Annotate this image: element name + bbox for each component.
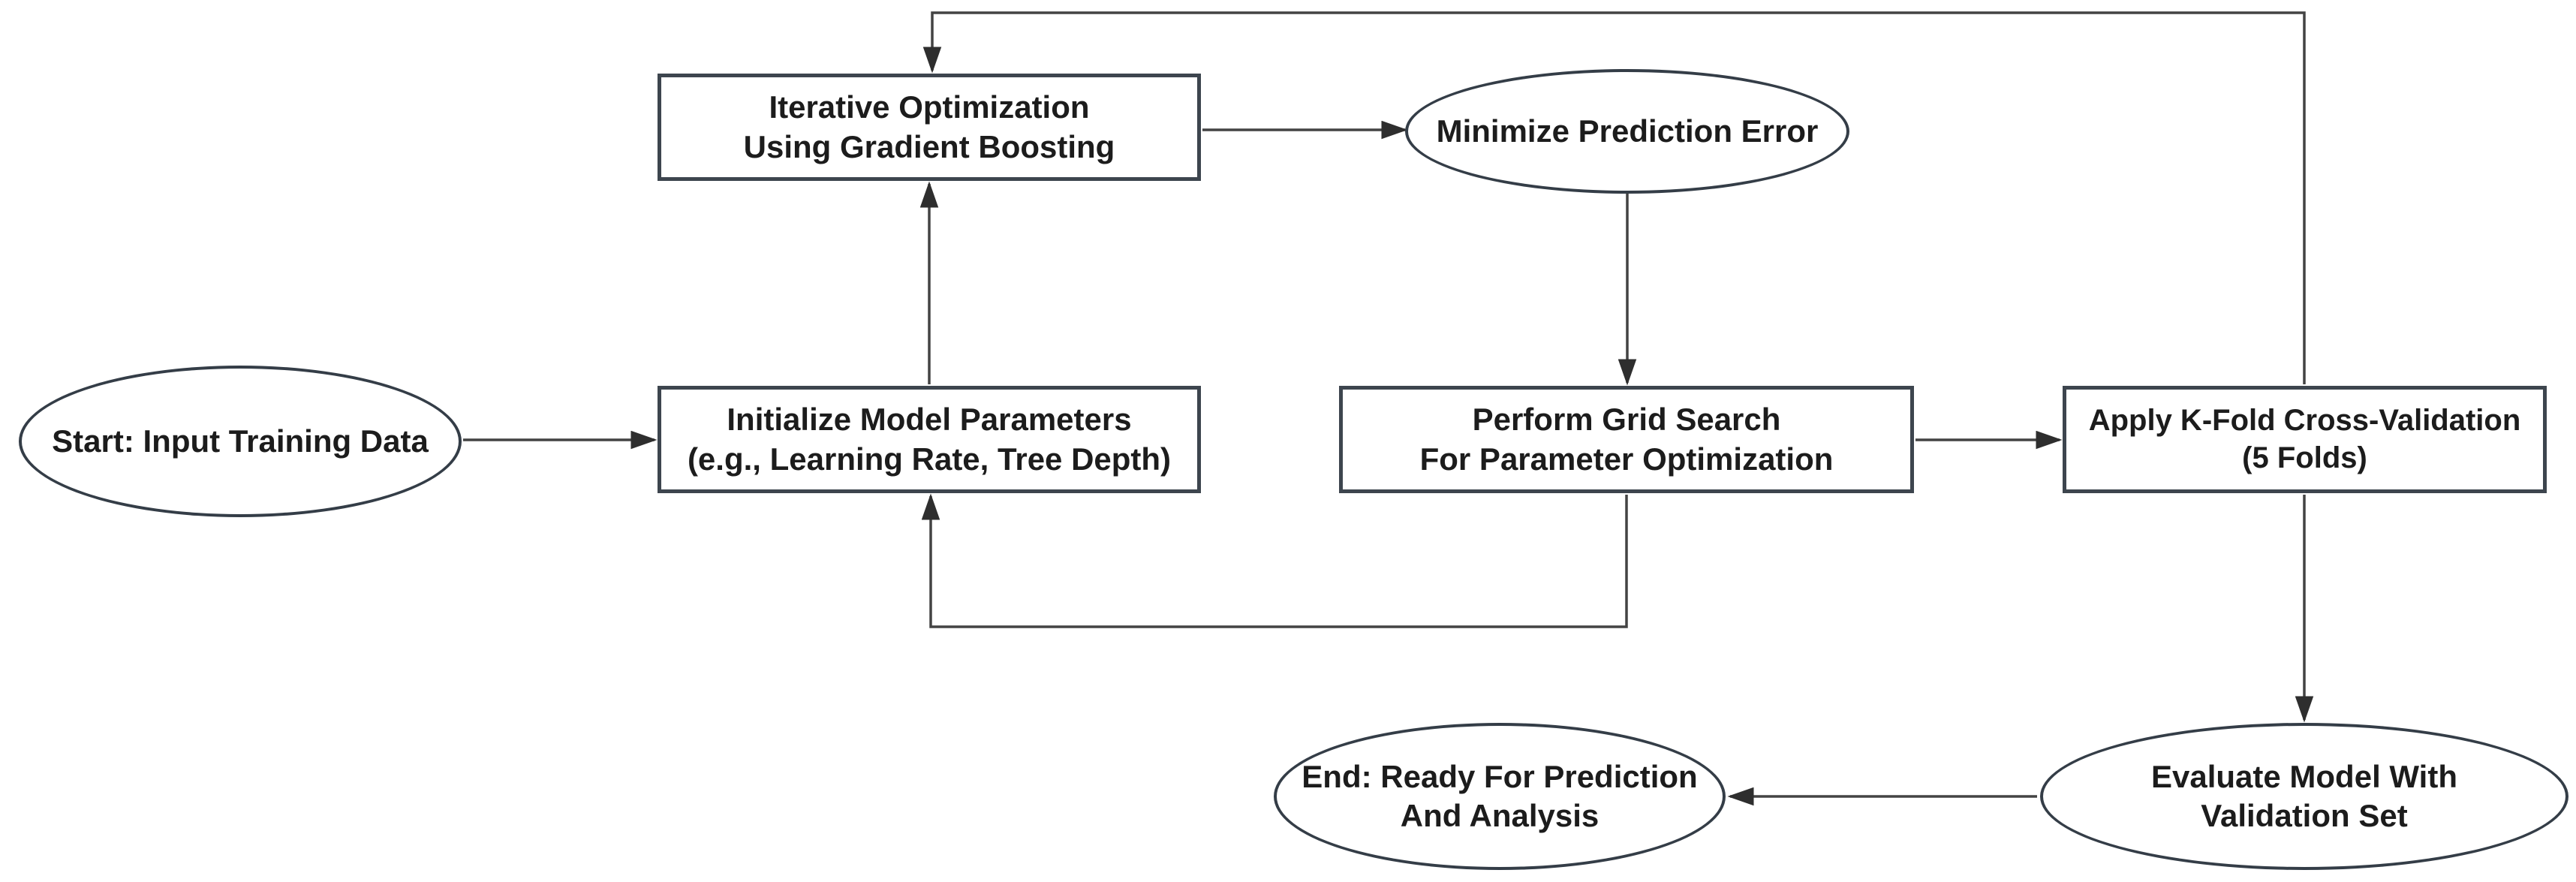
node-kfold-cross-validation: Apply K-Fold Cross-Validation (5 Folds)	[2063, 386, 2547, 493]
node-grid-search-label: Perform Grid Search For Parameter Optimi…	[1419, 402, 1834, 477]
node-evaluate-model-label: Evaluate Model With Validation Set	[2150, 758, 2457, 833]
node-minimize-error: Minimize Prediction Error	[1405, 69, 1849, 194]
node-end-label: End: Ready For Prediction And Analysis	[1302, 758, 1698, 833]
node-evaluate-model: Evaluate Model With Validation Set	[2040, 723, 2568, 870]
edge-grid-to-init-feedback	[921, 493, 1628, 628]
node-minimize-error-label: Minimize Prediction Error	[1436, 113, 1819, 149]
node-grid-search: Perform Grid Search For Parameter Optimi…	[1339, 386, 1914, 493]
node-iterative-optimization: Iterative Optimization Using Gradient Bo…	[658, 74, 1201, 181]
node-start-label: Start: Input Training Data	[52, 423, 429, 459]
node-iterative-optimization-label: Iterative Optimization Using Gradient Bo…	[743, 89, 1115, 164]
edge-kfold-to-iterative-feedback	[922, 11, 2306, 384]
node-initialize-parameters-label: Initialize Model Parameters (e.g., Learn…	[687, 402, 1172, 477]
node-start: Start: Input Training Data	[19, 366, 462, 517]
node-kfold-cross-validation-label: Apply K-Fold Cross-Validation (5 Folds)	[2088, 403, 2521, 474]
node-end: End: Ready For Prediction And Analysis	[1274, 723, 1726, 870]
node-initialize-parameters: Initialize Model Parameters (e.g., Learn…	[658, 386, 1201, 493]
